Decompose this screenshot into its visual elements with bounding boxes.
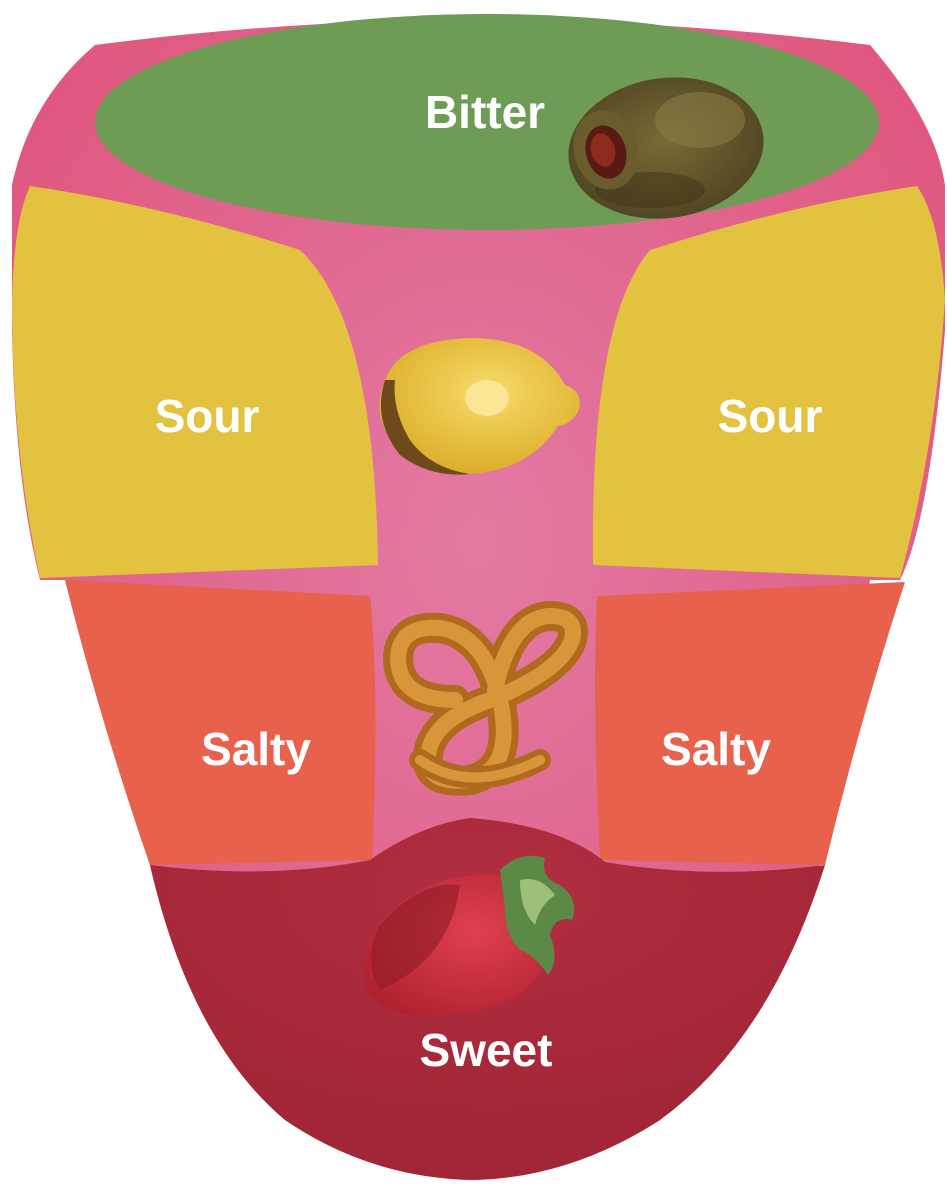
sour-left-label: Sour	[155, 390, 260, 442]
sour-right-label: Sour	[718, 390, 823, 442]
salty-right-label: Salty	[661, 723, 771, 775]
salty-left-label: Salty	[201, 723, 311, 775]
bitter-label: Bitter	[425, 86, 545, 138]
sweet-label: Sweet	[420, 1024, 553, 1076]
